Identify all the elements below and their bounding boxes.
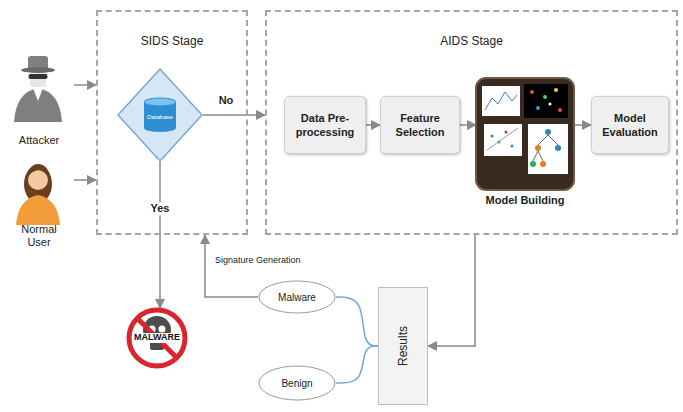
edge-label: Signature Generation <box>213 255 303 266</box>
blocked-malware-icon <box>129 310 185 366</box>
node-text: Attacker <box>13 134 65 148</box>
model-building: Model Building <box>476 78 574 206</box>
outcome-ellipse: Benign <box>258 365 336 401</box>
malware-icon: MALWARE <box>127 308 187 368</box>
node-text: Normal User <box>13 223 65 251</box>
node-text: Feature Selection <box>385 111 455 140</box>
node-text: Data Pre- processing <box>289 111 361 140</box>
database-cylinder <box>144 98 176 106</box>
edge-label: Yes <box>149 202 172 215</box>
decision-diamond: Database <box>117 68 203 162</box>
connector <box>205 235 258 297</box>
connector <box>159 162 161 308</box>
node-text: Model Evaluation <box>596 111 664 140</box>
node-text: Malware <box>278 292 316 303</box>
edge-label: No <box>217 94 236 107</box>
process-box: Data Pre- processing <box>284 96 366 154</box>
connector <box>366 124 380 126</box>
attacker-figure: Attacker <box>8 52 70 148</box>
stage-region: AIDS StageData Pre- processing Feature Se… <box>265 10 678 235</box>
stage-region: SIDS StageDatabase <box>96 10 248 235</box>
ellipse-shape <box>259 366 335 400</box>
node-text: Results <box>396 326 410 366</box>
connector <box>203 114 265 116</box>
connector <box>336 297 378 346</box>
results-box: Results <box>378 287 428 405</box>
node-text: SIDS Stage <box>98 34 246 48</box>
connector <box>336 346 378 383</box>
node-text: MALWARE <box>133 333 181 343</box>
process-box: Feature Selection <box>380 96 460 154</box>
outcome-ellipse: Malware <box>258 280 336 314</box>
ellipse-shape <box>259 281 335 313</box>
node-text: Model Building <box>486 194 565 206</box>
diamond-shape <box>118 69 202 161</box>
node-text: AIDS Stage <box>267 34 676 48</box>
node-text: Benign <box>281 378 312 389</box>
user-figure: Normal User <box>8 158 70 250</box>
connector <box>460 124 476 126</box>
process-box: Model Evaluation <box>591 96 669 154</box>
connector <box>74 179 96 181</box>
connector <box>574 124 591 126</box>
node-text: Database <box>147 114 173 120</box>
model-building-picture <box>476 78 574 190</box>
database-cylinder <box>144 124 176 132</box>
normal-user-icon <box>16 164 60 225</box>
connector <box>428 235 475 346</box>
attacker-icon <box>14 56 62 122</box>
connector <box>74 84 96 86</box>
